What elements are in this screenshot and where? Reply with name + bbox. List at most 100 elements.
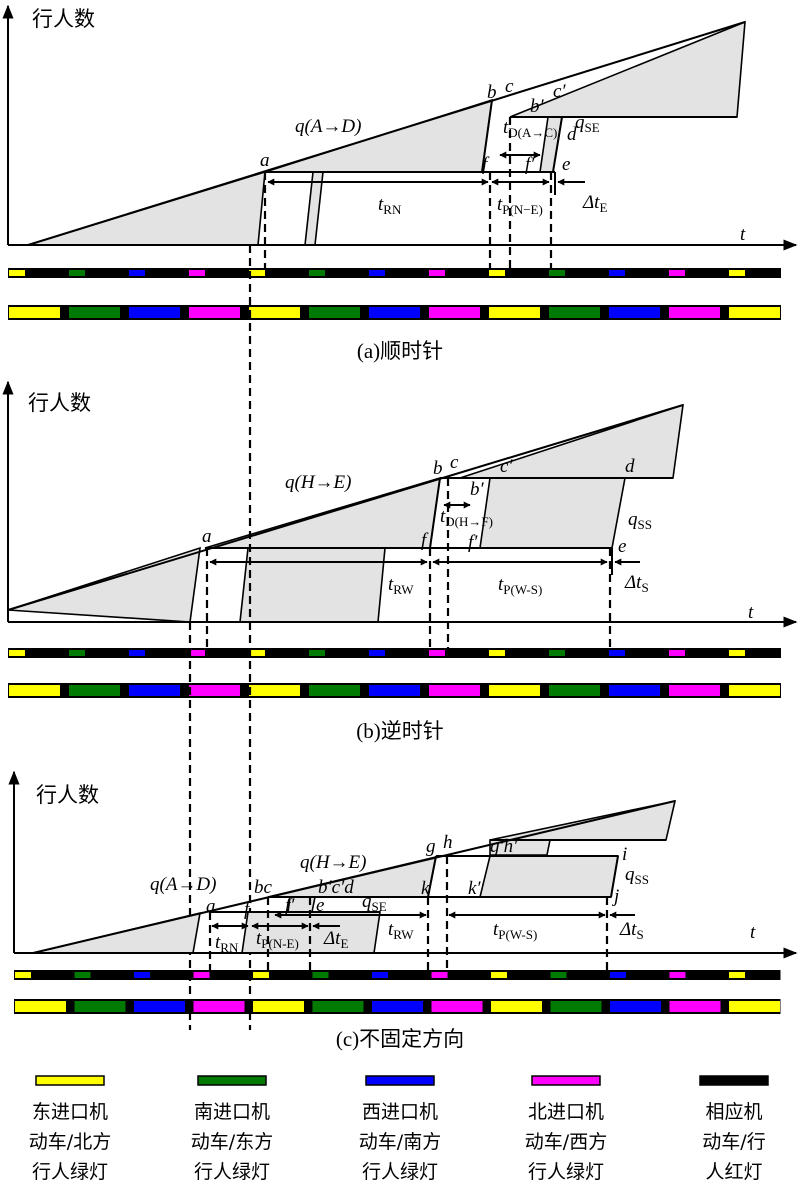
south-vehicle-green [312, 1001, 364, 1012]
point-label: f [482, 154, 490, 175]
point-label: c [450, 452, 459, 473]
point-label: f [244, 899, 252, 920]
south-vehicle-green [309, 685, 360, 696]
y-axis-label: 行人数 [28, 391, 91, 415]
west-pedestrian-green [134, 972, 150, 978]
north-pedestrian-green [669, 972, 686, 978]
west-vehicle-green [609, 685, 660, 696]
point-label: b′ [530, 96, 545, 117]
signal-bars-a [8, 268, 781, 320]
west-vehicle-green [369, 685, 420, 696]
legend-text: 动车/西方 [525, 1131, 607, 1153]
east-vehicle-green [729, 307, 780, 318]
delta-t-label: ΔtS [624, 572, 649, 595]
east-pedestrian-green [489, 650, 505, 656]
east-vehicle-green [9, 685, 60, 696]
legend-text: 东进口机 [32, 1101, 108, 1123]
q-label: qSS [628, 509, 652, 532]
y-axis-label: 行人数 [32, 7, 95, 31]
west-pedestrian-green [129, 650, 145, 656]
t-rn-label: tRN [215, 932, 239, 955]
south-vehicle-green [549, 685, 600, 696]
west-pedestrian-green [610, 972, 626, 978]
point-label: f′ [468, 532, 478, 553]
point-label: a [202, 526, 212, 547]
north-pedestrian-green [429, 270, 445, 276]
legend-text: 北进口机 [528, 1101, 604, 1123]
east-pedestrian-green [489, 270, 505, 276]
caption-b: (b)逆时针 [356, 719, 444, 743]
east-vehicle-green [489, 307, 540, 318]
queue-area [509, 20, 746, 118]
delta-t-label: ΔtE [323, 928, 348, 951]
south-pedestrian-green [69, 270, 85, 276]
legend-swatch [365, 1075, 435, 1086]
queue-area [7, 546, 201, 623]
point-label: j [611, 886, 619, 907]
legend-text: 动车/行 [702, 1131, 765, 1153]
t-p-label: tP(W-S) [493, 919, 537, 942]
east-pedestrian-green [249, 270, 265, 276]
east-vehicle-green [9, 307, 60, 318]
west-pedestrian-green [369, 650, 385, 656]
legend-swatch [197, 1075, 267, 1086]
south-pedestrian-green [549, 270, 565, 276]
legend-swatch [531, 1075, 601, 1086]
north-vehicle-green [429, 685, 480, 696]
south-pedestrian-green [69, 650, 85, 656]
t-p-label: tP(N−E) [497, 194, 543, 217]
south-pedestrian-green [550, 972, 567, 978]
t-p-label: tP(W-S) [498, 574, 542, 597]
x-axis-label: t [740, 224, 746, 245]
west-vehicle-green [369, 307, 420, 318]
point-label: bc [254, 877, 273, 898]
signal-bars-c [14, 970, 781, 1014]
east-vehicle-green [729, 685, 780, 696]
point-label: a [260, 150, 270, 171]
crossing-band [478, 855, 619, 898]
east-vehicle-green [491, 1001, 542, 1012]
west-vehicle-green [372, 1001, 423, 1012]
east-vehicle-green [489, 685, 540, 696]
legend-text: 南进口机 [194, 1101, 270, 1123]
north-vehicle-green [669, 307, 720, 318]
legend-swatch [699, 1075, 769, 1086]
red-light-bar [14, 970, 781, 980]
q-label: qSS [625, 864, 649, 887]
north-pedestrian-green [193, 972, 210, 978]
north-pedestrian-green [431, 972, 448, 978]
east-pedestrian-green [491, 972, 507, 978]
t-rw-label: tRW [388, 574, 414, 597]
panel-b: 行人数 t q(H→E) a b c c′ b′ d f f′ e tRW tD… [2, 380, 798, 743]
point-label: k′ [468, 878, 481, 899]
east-pedestrian-green [9, 650, 25, 656]
legend: 东进口机动车/北方行人绿灯南进口机动车/东方行人绿灯西进口机动车/南方行人绿灯北… [29, 1075, 769, 1183]
t-rw-label: tRW [388, 919, 414, 942]
west-pedestrian-green [369, 270, 385, 276]
north-pedestrian-green [189, 650, 205, 656]
point-label: e [562, 154, 570, 175]
flow-label: q(H→E) [300, 852, 366, 873]
west-vehicle-green [134, 1001, 185, 1012]
point-label: c [505, 76, 514, 97]
legend-text: 人红灯 [705, 1161, 762, 1183]
red-light-bar [8, 268, 781, 278]
point-label: c′ [500, 456, 513, 477]
legend-text: 行人绿灯 [528, 1161, 604, 1183]
point-label: a [206, 896, 216, 917]
point-label: g′h′ [490, 836, 518, 857]
east-pedestrian-green [15, 972, 31, 978]
south-pedestrian-green [549, 650, 565, 656]
west-pedestrian-green [609, 270, 625, 276]
east-vehicle-green [15, 1001, 66, 1012]
t-p-label: tP(N-E) [256, 928, 299, 951]
caption-c: (c)不固定方向 [336, 1027, 464, 1051]
south-pedestrian-green [74, 972, 91, 978]
legend-text: 动车/东方 [191, 1131, 273, 1153]
north-pedestrian-green [669, 270, 685, 276]
crossing-band [239, 547, 386, 623]
point-label: k [421, 878, 430, 899]
south-pedestrian-green [309, 270, 325, 276]
